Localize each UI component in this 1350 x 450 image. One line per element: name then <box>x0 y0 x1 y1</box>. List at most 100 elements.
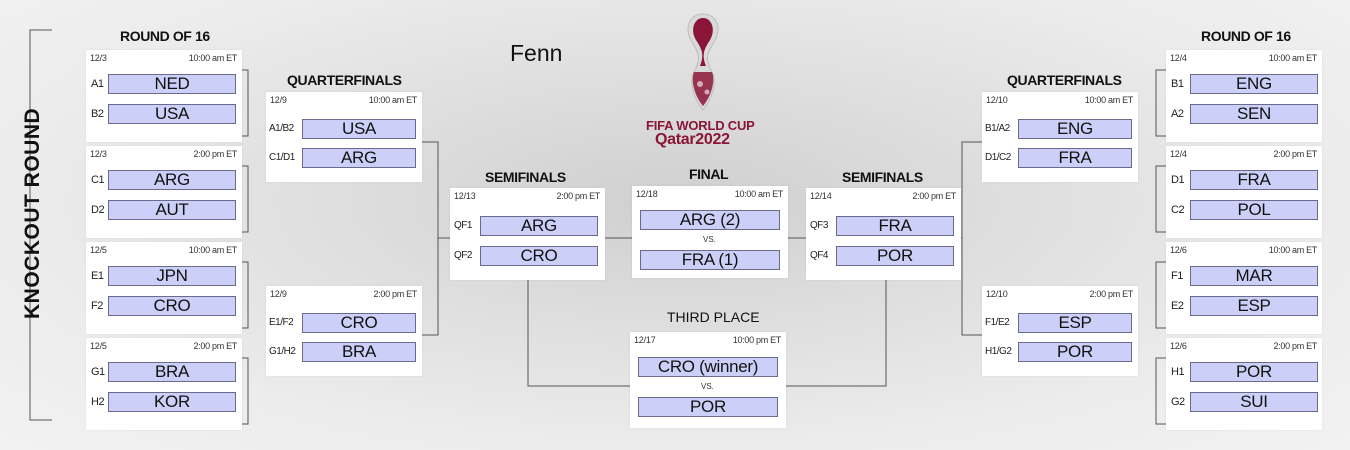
team-slot[interactable]: BRA <box>108 362 236 382</box>
team-slot[interactable]: POR <box>1018 342 1132 362</box>
seed-label: G1 <box>91 366 105 378</box>
team-slot[interactable]: POR <box>638 397 778 417</box>
seed-label: C1/D1 <box>269 152 295 163</box>
match-card-qf-4[interactable]: 12/10 2:00 pm ET F1/E2 ESP H1/G2 POR <box>982 286 1138 376</box>
match-card-r16-1[interactable]: 12/3 10:00 am ET A1 NED B2 USA <box>86 50 242 142</box>
team-slot[interactable]: CRO <box>480 246 598 266</box>
team-slot[interactable]: CRO <box>108 296 236 316</box>
match-card-r16-5[interactable]: 12/4 10:00 am ET B1 ENG A2 SEN <box>1166 50 1322 142</box>
match-card-sf-1[interactable]: 12/13 2:00 pm ET QF1 ARG QF2 CRO <box>450 188 605 280</box>
match-card-sf-2[interactable]: 12/14 2:00 pm ET QF3 FRA QF4 POR <box>806 188 961 280</box>
heading-quarterfinals-right: QUARTERFINALS <box>1007 72 1122 88</box>
match-time: 10:00 am ET <box>1268 245 1318 255</box>
heading-semifinals-left: SEMIFINALS <box>485 169 566 185</box>
team-slot[interactable]: ESP <box>1190 296 1318 316</box>
seed-label: E2 <box>1171 300 1184 312</box>
team-slot[interactable]: POR <box>836 246 954 266</box>
match-date: 12/9 <box>270 95 287 105</box>
team-slot[interactable]: ARG <box>302 148 416 168</box>
match-date: 12/17 <box>634 335 656 345</box>
seed-label: B1 <box>1171 78 1184 90</box>
match-card-qf-1[interactable]: 12/9 10:00 am ET A1/B2 USA C1/D1 ARG <box>266 92 422 182</box>
logo-line1: FIFA WORLD CUP <box>646 118 755 133</box>
match-time: 10:00 am ET <box>734 189 784 199</box>
match-date: 12/6 <box>1170 341 1187 351</box>
seed-label: A2 <box>1171 108 1184 120</box>
match-card-qf-3[interactable]: 12/10 10:00 am ET B1/A2 ENG D1/C2 FRA <box>982 92 1138 182</box>
team-slot[interactable]: ARG <box>108 170 236 190</box>
match-card-third-place[interactable]: 12/17 10:00 pm ET CRO (winner) VS. POR <box>630 332 786 428</box>
team-slot[interactable]: JPN <box>108 266 236 286</box>
seed-label: C2 <box>1171 204 1185 216</box>
heading-quarterfinals-left: QUARTERFINALS <box>287 72 402 88</box>
team-slot[interactable]: ARG <box>480 216 598 236</box>
match-card-r16-3[interactable]: 12/5 10:00 am ET E1 JPN F2 CRO <box>86 242 242 334</box>
team-slot[interactable]: ESP <box>1018 313 1132 333</box>
seed-label: F1 <box>1171 270 1183 282</box>
seed-label: B1/A2 <box>985 123 1010 134</box>
match-time: 2:00 pm ET <box>373 289 417 299</box>
world-cup-trophy-icon <box>687 13 719 111</box>
match-date: 12/13 <box>454 191 476 201</box>
match-time: 2:00 pm ET <box>912 191 956 201</box>
team-slot[interactable]: FRA <box>836 216 954 236</box>
knockout-round-title: KNOCKOUT ROUND <box>21 107 44 319</box>
match-date: 12/4 <box>1170 149 1187 159</box>
team-slot[interactable]: POR <box>1190 362 1318 382</box>
team-slot[interactable]: ARG (2) <box>640 210 780 230</box>
team-slot[interactable]: FRA (1) <box>640 250 780 270</box>
match-date: 12/5 <box>90 341 107 351</box>
seed-label: D1 <box>1171 174 1185 186</box>
match-date: 12/3 <box>90 149 107 159</box>
team-slot[interactable]: CRO (winner) <box>638 357 778 377</box>
vs-label: VS. <box>701 382 714 391</box>
match-card-r16-8[interactable]: 12/6 2:00 pm ET H1 POR G2 SUI <box>1166 338 1322 430</box>
match-time: 10:00 am ET <box>188 53 238 63</box>
team-slot[interactable]: USA <box>302 119 416 139</box>
seed-label: G1/H2 <box>269 346 296 357</box>
seed-label: H1/G2 <box>985 346 1012 357</box>
team-slot[interactable]: NED <box>108 74 236 94</box>
match-date: 12/3 <box>90 53 107 63</box>
title-bracket-line <box>29 29 52 421</box>
vs-label: VS. <box>703 235 716 244</box>
match-time: 2:00 pm ET <box>556 191 600 201</box>
match-time: 10:00 am ET <box>1268 53 1318 63</box>
match-card-qf-2[interactable]: 12/9 2:00 pm ET E1/F2 CRO G1/H2 BRA <box>266 286 422 376</box>
seed-label: D1/C2 <box>985 152 1011 163</box>
team-slot[interactable]: USA <box>108 104 236 124</box>
heading-final: FINAL <box>689 166 729 182</box>
seed-label: QF3 <box>810 220 828 231</box>
team-slot[interactable]: ENG <box>1018 119 1132 139</box>
match-card-r16-4[interactable]: 12/5 2:00 pm ET G1 BRA H2 KOR <box>86 338 242 430</box>
match-date: 12/18 <box>636 189 658 199</box>
match-card-r16-6[interactable]: 12/4 2:00 pm ET D1 FRA C2 POL <box>1166 146 1322 238</box>
team-slot[interactable]: CRO <box>302 313 416 333</box>
logo-line2: Qatar2022 <box>655 131 730 148</box>
match-time: 10:00 am ET <box>1084 95 1134 105</box>
seed-label: QF4 <box>810 250 828 261</box>
seed-label: H2 <box>91 396 105 408</box>
match-card-r16-2[interactable]: 12/3 2:00 pm ET C1 ARG D2 AUT <box>86 146 242 238</box>
team-slot[interactable]: BRA <box>302 342 416 362</box>
seed-label: H1 <box>1171 366 1185 378</box>
team-slot[interactable]: ENG <box>1190 74 1318 94</box>
heading-semifinals-right: SEMIFINALS <box>842 169 923 185</box>
match-time: 10:00 pm ET <box>732 335 782 345</box>
team-slot[interactable]: FRA <box>1018 148 1132 168</box>
heading-round-of-16-left: ROUND OF 16 <box>120 28 210 44</box>
seed-label: QF2 <box>454 250 472 261</box>
team-slot[interactable]: POL <box>1190 200 1318 220</box>
match-card-r16-7[interactable]: 12/6 10:00 am ET F1 MAR E2 ESP <box>1166 242 1322 334</box>
team-slot[interactable]: AUT <box>108 200 236 220</box>
team-slot[interactable]: SEN <box>1190 104 1318 124</box>
team-slot[interactable]: MAR <box>1190 266 1318 286</box>
seed-label: D2 <box>91 204 105 216</box>
team-slot[interactable]: FRA <box>1190 170 1318 190</box>
team-slot[interactable]: SUI <box>1190 392 1318 412</box>
team-slot[interactable]: KOR <box>108 392 236 412</box>
seed-label: G2 <box>1171 396 1185 408</box>
seed-label: QF1 <box>454 220 472 231</box>
match-date: 12/4 <box>1170 53 1187 63</box>
match-card-final[interactable]: 12/18 10:00 am ET ARG (2) VS. FRA (1) <box>632 186 788 278</box>
